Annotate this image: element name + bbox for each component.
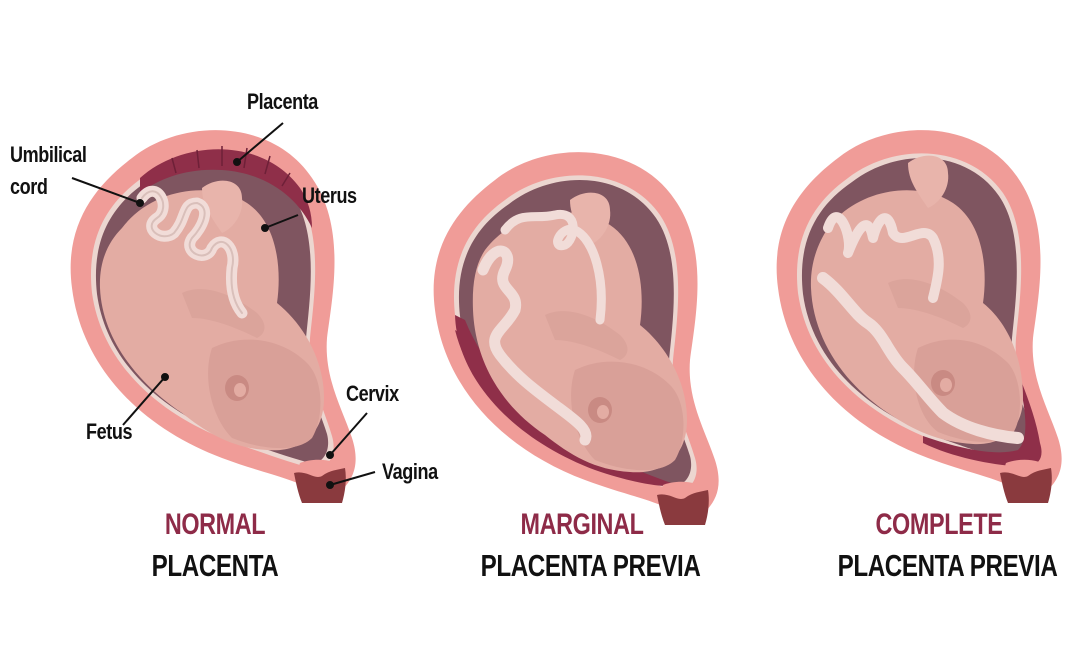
caption-marginal-title: MARGINAL bbox=[520, 508, 644, 541]
caption-complete: COMPLETE PLACENTA PREVIA bbox=[837, 508, 1058, 584]
caption-marginal-subtitle: PLACENTA PREVIA bbox=[480, 548, 701, 583]
leader-lines bbox=[71, 122, 376, 489]
label-fetus: Fetus bbox=[86, 419, 133, 444]
label-uterus: Uterus bbox=[302, 183, 357, 208]
caption-normal-subtitle: PLACENTA bbox=[151, 548, 279, 583]
marginal-placenta-previa-illustration bbox=[433, 152, 719, 525]
label-umbilical-cord-line1: Umbilical bbox=[10, 142, 87, 167]
complete-placenta-previa-illustration bbox=[776, 130, 1062, 503]
label-umbilical-cord-line2: cord bbox=[10, 174, 48, 199]
caption-complete-subtitle: PLACENTA PREVIA bbox=[837, 548, 1058, 583]
label-placenta: Placenta bbox=[247, 89, 318, 114]
label-cervix: Cervix bbox=[346, 381, 399, 406]
caption-complete-title: COMPLETE bbox=[875, 508, 1003, 541]
normal-placenta-illustration bbox=[70, 130, 356, 503]
caption-normal-title: NORMAL bbox=[164, 508, 266, 541]
caption-marginal: MARGINAL PLACENTA PREVIA bbox=[480, 508, 701, 584]
caption-normal: NORMAL PLACENTA bbox=[137, 508, 293, 584]
label-vagina: Vagina bbox=[382, 459, 438, 484]
